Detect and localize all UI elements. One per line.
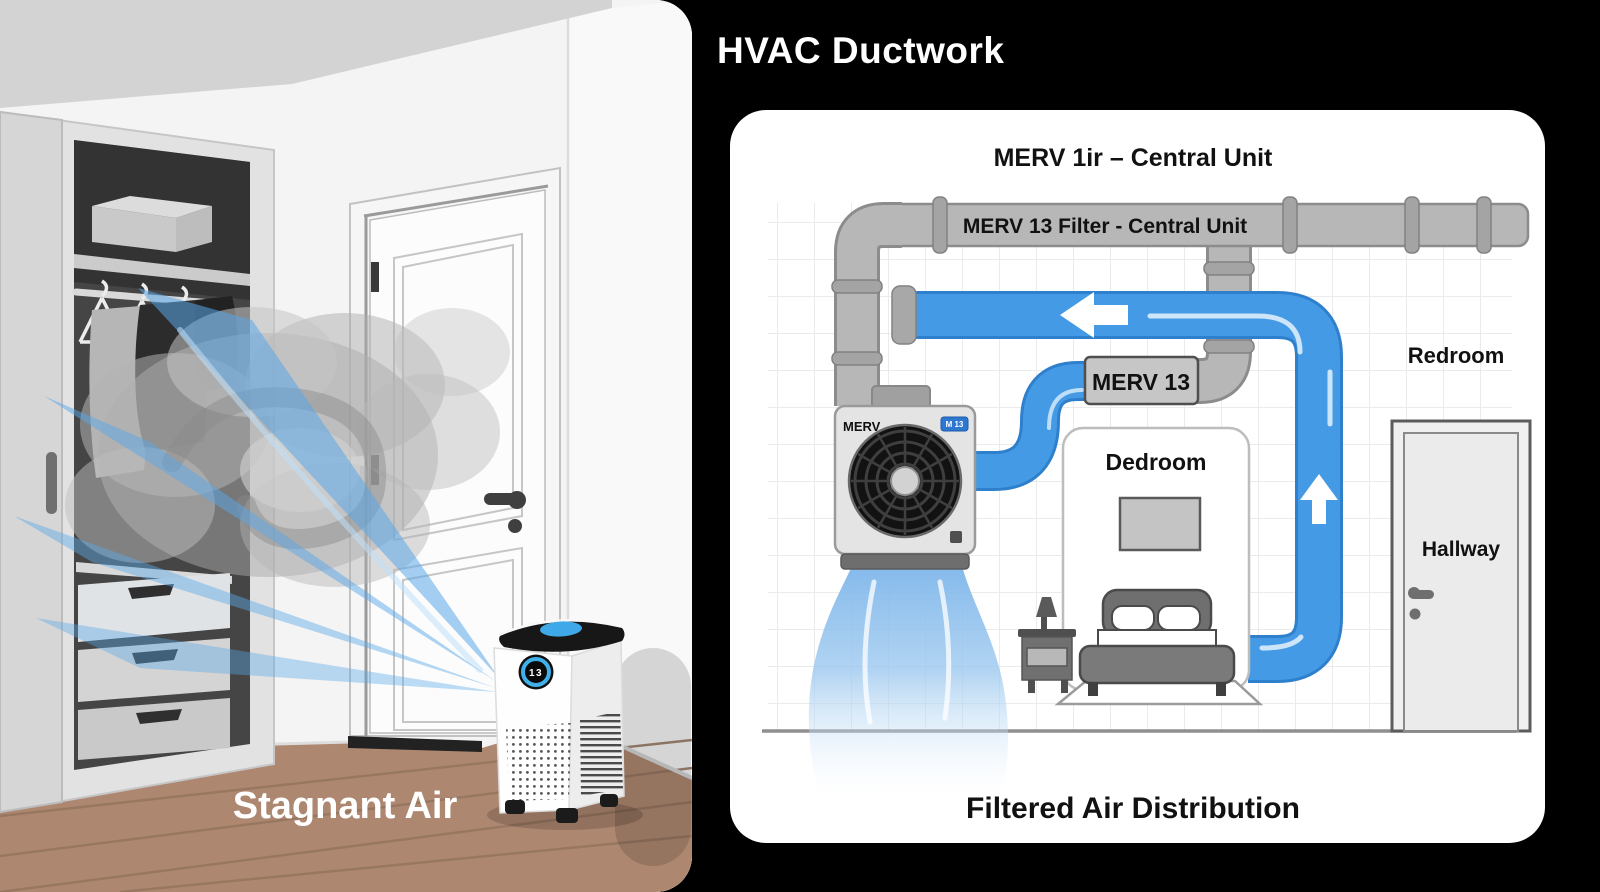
panel-title: HVAC Ductwork — [717, 30, 1005, 71]
filter-box-label: MERV 13 — [1092, 369, 1190, 395]
purifier-top-rim — [498, 619, 622, 637]
main-duct-label: MERV 13 Filter - Central Unit — [963, 215, 1247, 238]
fan-icon — [847, 423, 963, 539]
hallway-door: Hallway — [1390, 419, 1532, 733]
air-beams — [14, 288, 499, 692]
purifier-top-vent — [540, 621, 582, 637]
closet-shelf — [74, 254, 250, 286]
closet-door-handle — [46, 452, 57, 514]
air-funnel — [808, 566, 1009, 796]
arrow-left-icon — [1060, 292, 1128, 338]
drawer-stack — [78, 573, 230, 760]
picture-icon — [1118, 496, 1202, 552]
diagram-caption: Filtered Air Distribution — [966, 792, 1300, 825]
unit-badge — [940, 416, 969, 432]
supply-duct-scurve — [950, 361, 1090, 491]
storage-box-side — [176, 206, 212, 252]
purifier-side-grille — [580, 711, 623, 796]
door-threshold — [348, 736, 482, 752]
duct-collar — [891, 285, 917, 345]
hvac-diagram: MERV 1ir – Central Unit — [762, 144, 1532, 825]
main-duct: MERV 13 Filter - Central Unit — [831, 196, 1530, 411]
rug-icon — [1054, 679, 1264, 706]
purifier-foot — [556, 808, 578, 823]
storage-box-top — [92, 196, 212, 218]
purifier-display-value: 13 — [529, 668, 543, 679]
purifier-foot — [600, 794, 618, 807]
unit-badge-text: M 13 — [946, 420, 964, 429]
purifier-display-ring — [521, 657, 551, 687]
nightstand-icon — [1018, 597, 1076, 693]
duct-elbow — [837, 205, 902, 406]
unit-switch — [950, 531, 962, 543]
left-caption: Stagnant Air — [233, 785, 458, 827]
purifier-top-panel — [499, 621, 625, 652]
air-purifier: 13 — [487, 619, 691, 866]
door-hinge-top — [371, 262, 379, 292]
bedroom-label: Dedroom — [1106, 449, 1207, 475]
unit-brand: MERV — [843, 419, 881, 434]
purifier-wall-shadow — [615, 648, 691, 866]
diagram-card: MERV 1ir – Central Unit — [730, 110, 1545, 843]
ceiling — [0, 0, 612, 108]
arrow-up-icon — [1300, 474, 1338, 524]
hvac-unit: MERV M 13 — [833, 404, 977, 570]
storage-box-front — [92, 206, 176, 252]
hallway-door-label: Hallway — [1422, 538, 1501, 561]
hvac-panel: HVAC Ductwork MERV 1ir – Central Unit — [692, 0, 1600, 892]
bedroom-inset: Dedroom — [1018, 426, 1264, 706]
door-head-gap — [363, 184, 549, 218]
purifier-front-grille — [506, 723, 571, 801]
diagram-heading: MERV 1ir – Central Unit — [994, 144, 1273, 172]
supply-duct-blue — [916, 291, 1343, 683]
return-duct-drop — [1192, 247, 1255, 404]
room-illustration-panel: 13 Stagnant Air — [0, 0, 692, 892]
door-lock — [508, 519, 522, 533]
closet-door-closed — [0, 110, 63, 814]
unit-base — [840, 553, 970, 570]
lamp-icon — [1036, 597, 1057, 617]
room-scene: 13 Stagnant Air — [0, 0, 692, 892]
purifier-foot — [505, 800, 525, 814]
door-handle-hub — [508, 491, 526, 509]
filter-box: MERV 13 — [1083, 355, 1200, 406]
room-right-label: Redroom — [1408, 343, 1505, 368]
bed-icon — [1078, 588, 1236, 696]
